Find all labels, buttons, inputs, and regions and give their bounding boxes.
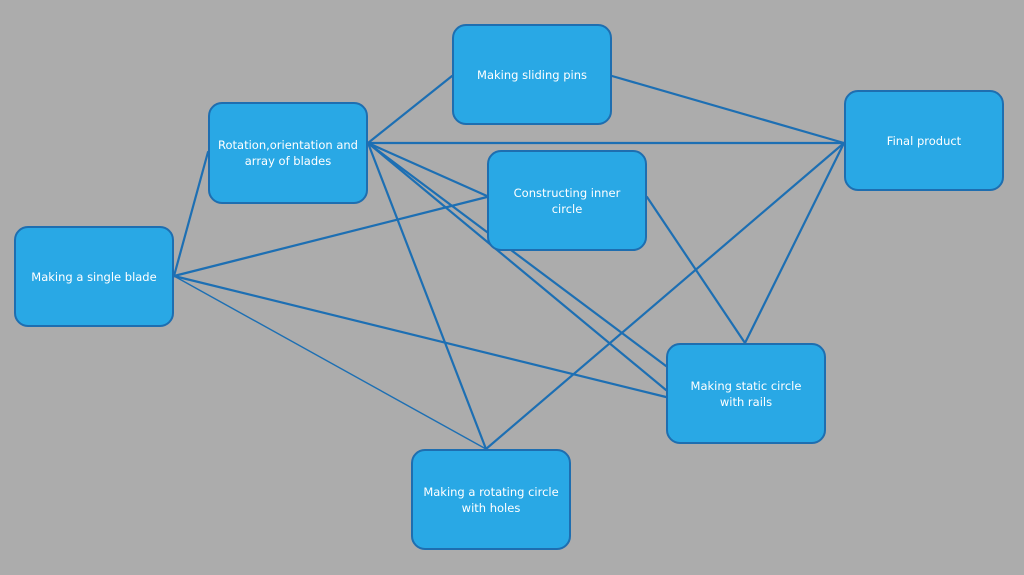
edge-blade-array (172, 150, 210, 278)
node-making-sliding-pins: Making sliding pins (452, 24, 612, 125)
edge-array-pins (366, 74, 454, 145)
node-final-product: Final product (844, 90, 1004, 191)
edge-pins-final (610, 74, 846, 145)
node-rotation-array-blades: Rotation,orientation and array of blades (208, 102, 368, 204)
edge-blade-rotate (173, 275, 487, 450)
edge-array-rotate (366, 141, 488, 451)
node-rotating-circle-holes: Making a rotating circle with holes (411, 449, 571, 550)
edge-static-final (743, 141, 846, 345)
edge-blade-inner (172, 195, 489, 278)
edge-array-inner (366, 141, 489, 198)
edge-blade-static (172, 274, 668, 399)
node-static-circle-rails: Making static circle with rails (666, 343, 826, 444)
edge-rotate-final (484, 141, 846, 451)
edge-array-static-1 (366, 141, 668, 392)
node-making-single-blade: Making a single blade (14, 226, 174, 327)
node-constructing-inner-circle: Constructing inner circle (487, 150, 647, 251)
edge-array-static-2 (366, 141, 668, 368)
